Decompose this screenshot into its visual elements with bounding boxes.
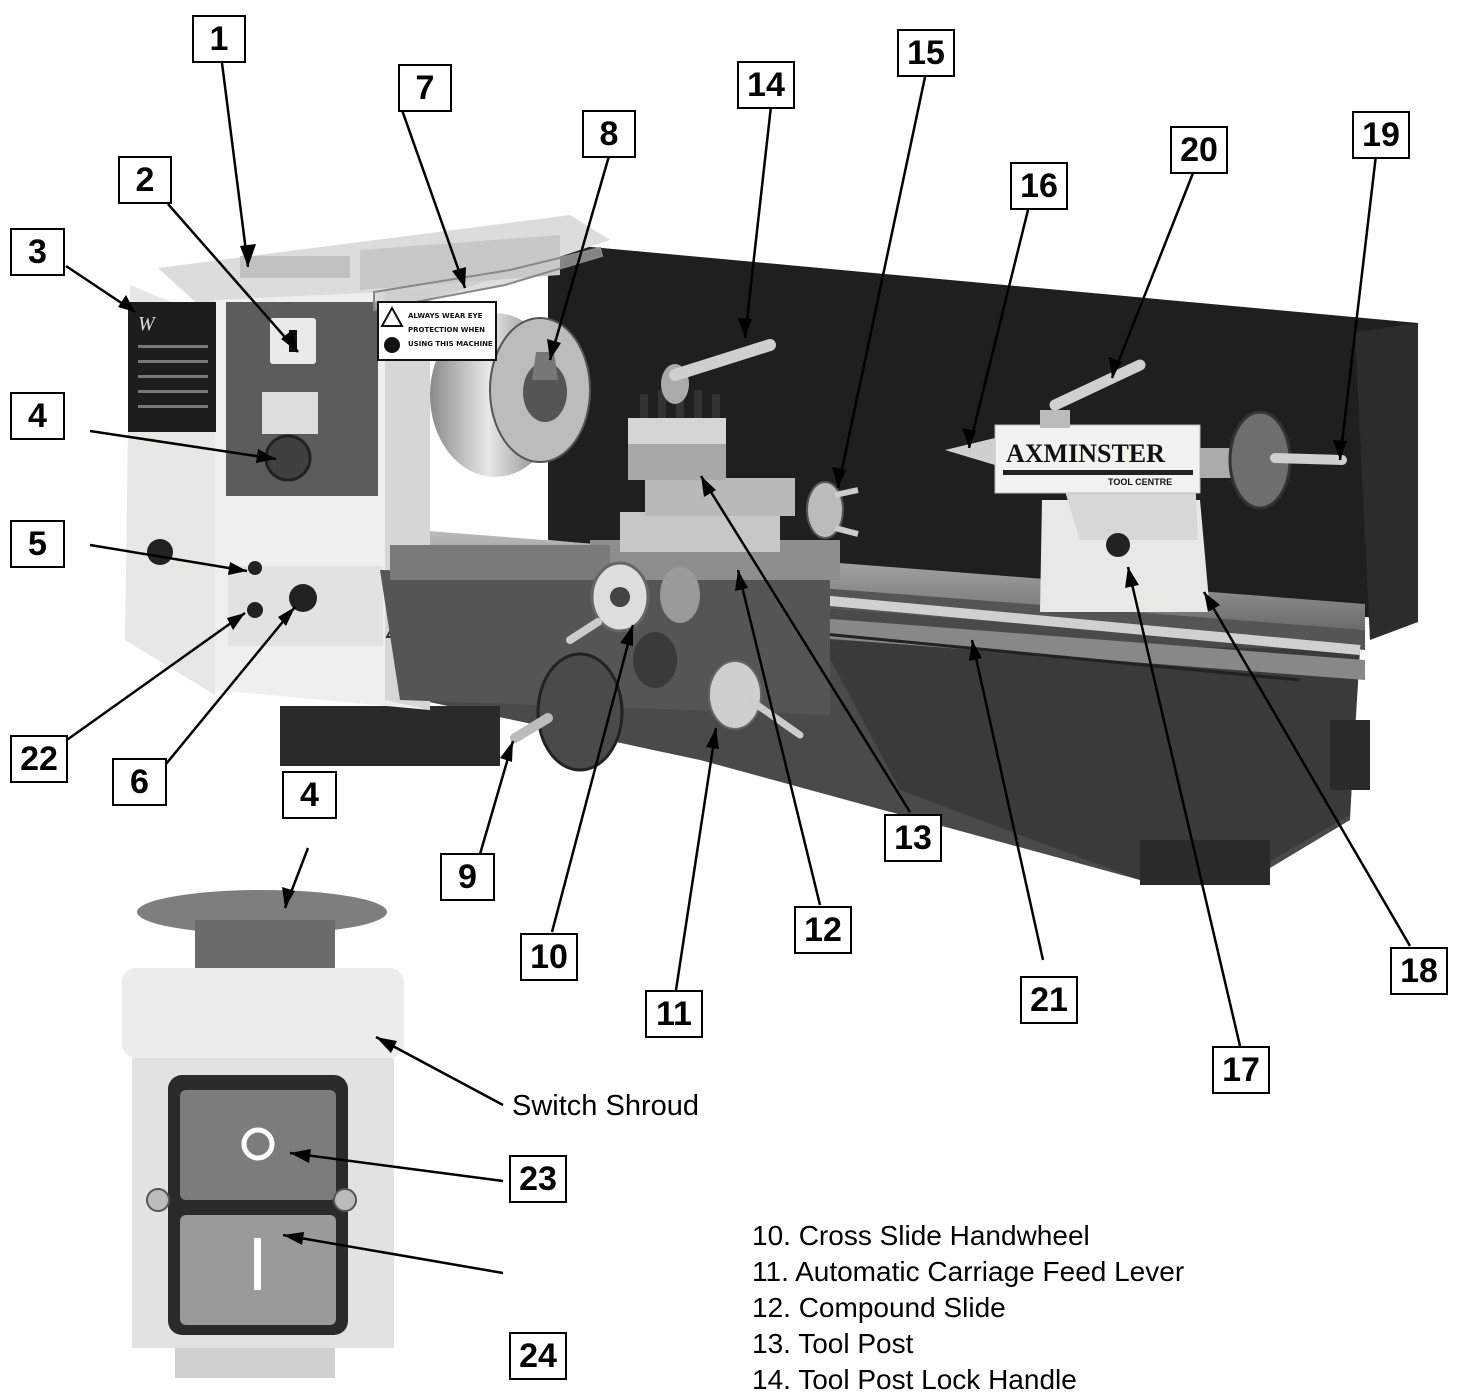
svg-text:W: W — [138, 313, 157, 335]
callout-19: 19 — [1352, 111, 1410, 159]
callout-13: 13 — [884, 814, 942, 862]
callout-4-main: 4 — [10, 392, 65, 440]
carriage — [380, 339, 859, 772]
arrowheads — [118, 244, 1347, 1245]
svg-text:PROTECTION WHEN: PROTECTION WHEN — [408, 326, 485, 334]
tailstock: AXMINSTER TOOL CENTRE — [945, 359, 1347, 612]
callout-6: 6 — [112, 758, 167, 806]
chuck — [430, 313, 591, 477]
switch-shroud-label: Switch Shroud — [512, 1090, 699, 1122]
leadscrew — [819, 595, 1361, 655]
tailstock-sub: TOOL CENTRE — [1108, 477, 1172, 487]
callout-7: 7 — [398, 64, 452, 112]
tailstock-brand: AXMINSTER — [1006, 439, 1165, 468]
callout-23: 23 — [509, 1155, 567, 1203]
callout-22: 22 — [10, 735, 68, 783]
callout-20: 20 — [1170, 126, 1228, 174]
legend-item: 13. Tool Post — [752, 1328, 914, 1359]
callout-18: 18 — [1390, 947, 1448, 995]
chuck-guard: ALWAYS WEAR EYE PROTECTION WHEN USING TH… — [373, 246, 604, 361]
speed-knob — [289, 584, 317, 612]
callout-2: 2 — [118, 156, 172, 204]
callout-17: 17 — [1212, 1046, 1270, 1094]
callout-15: 15 — [897, 29, 955, 77]
callout-16: 16 — [1010, 162, 1068, 210]
legend-item: 10. Cross Slide Handwheel — [752, 1220, 1090, 1251]
callout-21: 21 — [1020, 976, 1078, 1024]
svg-text:ALWAYS WEAR EYE: ALWAYS WEAR EYE — [408, 312, 483, 320]
callout-14: 14 — [737, 61, 795, 109]
parts-legend: 10. Cross Slide Handwheel 11. Automatic … — [752, 1218, 1184, 1398]
callout-10: 10 — [520, 933, 578, 981]
callout-1: 1 — [192, 15, 246, 63]
callout-3: 3 — [10, 228, 65, 276]
callout-9: 9 — [440, 853, 495, 901]
callout-4-inset: 4 — [282, 771, 337, 819]
callout-8: 8 — [582, 110, 636, 158]
nvr-switch-inset — [122, 890, 404, 1378]
data-plate — [128, 302, 216, 432]
legend-item: 12. Compound Slide — [752, 1292, 1006, 1323]
callout-11: 11 — [645, 990, 703, 1038]
svg-text:USING THIS MACHINE: USING THIS MACHINE — [408, 340, 493, 348]
callout-24: 24 — [509, 1332, 567, 1380]
callout-5: 5 — [10, 520, 65, 568]
legend-item: 14. Tool Post Lock Handle — [752, 1364, 1077, 1395]
legend-item: 11. Automatic Carriage Feed Lever — [752, 1256, 1185, 1287]
callout-12: 12 — [794, 906, 852, 954]
leader-lines — [63, 62, 1412, 1275]
